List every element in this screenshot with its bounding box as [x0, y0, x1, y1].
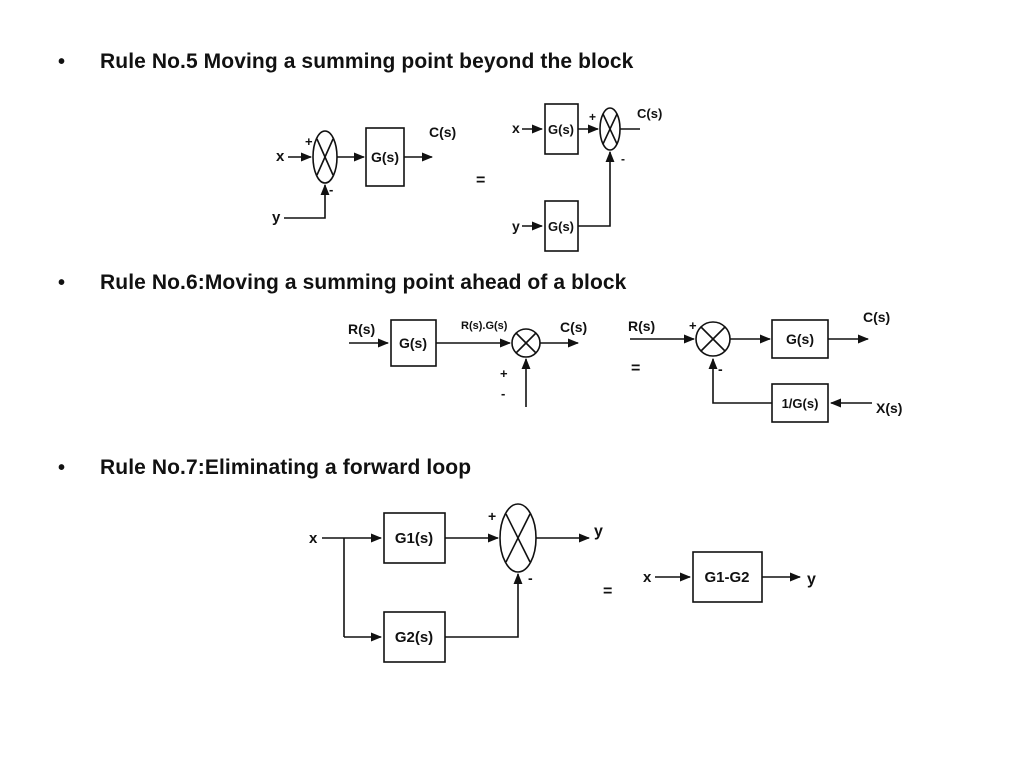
label-x: x [512, 120, 520, 136]
equals-sign: = [476, 172, 485, 189]
rule-7-heading: • Rule No.7:Eliminating a forward loop [58, 456, 471, 480]
arrow-g2-to-sum [445, 572, 523, 638]
block-g [390, 319, 437, 367]
label-y: y [594, 523, 603, 540]
label-plus: + [589, 110, 596, 124]
label-minus: - [718, 361, 723, 377]
label-y: y [512, 218, 520, 234]
bullet: • [58, 271, 66, 294]
label-plus: + [305, 134, 313, 149]
label-r: R(s) [348, 321, 375, 337]
sum-cross [700, 326, 726, 352]
rule-6-title: Rule No.6:Moving a summing point ahead o… [100, 271, 627, 294]
block-g2-label: G2(s) [395, 629, 433, 646]
label-x: x [276, 148, 285, 165]
block-g2 [383, 611, 446, 663]
block-g-label: G(s) [786, 331, 814, 347]
rule5-right-diagram [522, 103, 640, 252]
label-x-s: X(s) [876, 400, 902, 416]
label-y: y [807, 571, 816, 588]
arrow-y-to-sum [284, 183, 330, 219]
rule-7-title: Rule No.7:Eliminating a forward loop [100, 456, 472, 479]
label-x: x [643, 569, 652, 586]
block-g-bottom [544, 200, 579, 252]
label-r: R(s) [628, 318, 655, 334]
label-y: y [272, 209, 281, 226]
rule7-left-diagram [322, 503, 591, 663]
label-output: C(s) [637, 106, 662, 121]
label-output: C(s) [560, 319, 587, 335]
rule-6-heading: • Rule No.6:Moving a summing point ahead… [58, 271, 626, 295]
label-output: C(s) [863, 309, 890, 325]
label-rg: R(s).G(s) [461, 320, 508, 332]
sum-cross [515, 332, 537, 354]
sum-cross [505, 513, 531, 563]
block-g1-minus-g2 [692, 551, 763, 603]
bullet: • [58, 456, 66, 479]
rule-5-heading: • Rule No.5 Moving a summing point beyon… [58, 50, 633, 74]
arrow-block-to-sum [578, 150, 615, 227]
label-output: C(s) [429, 124, 456, 140]
rule6-right-diagram [630, 319, 872, 423]
sum-cross [316, 138, 334, 176]
label-plus: + [689, 318, 697, 333]
rule5-left-diagram [284, 127, 434, 219]
block-g-top [544, 103, 579, 155]
label-minus: - [621, 152, 625, 166]
equals-sign: = [603, 583, 612, 600]
rule-5-title: Rule No.5 Moving a summing point beyond … [100, 50, 634, 73]
arrow-fb-to-sum [708, 357, 772, 404]
bullet: • [58, 50, 66, 73]
block-g-top-label: G(s) [548, 122, 574, 137]
block-g [771, 319, 829, 359]
block-g1-g2-label: G1-G2 [704, 569, 749, 586]
block-g1-label: G1(s) [395, 530, 433, 547]
sum-cross [602, 113, 618, 145]
block-inverse-g-label: 1/G(s) [782, 396, 819, 411]
label-minus: - [528, 570, 533, 586]
label-minus: - [501, 386, 505, 401]
block-g-label: G(s) [399, 335, 427, 351]
equals-sign: = [631, 360, 640, 377]
rule7-right-diagram [655, 551, 802, 603]
block-g [365, 127, 405, 187]
label-minus: - [329, 182, 333, 197]
label-x: x [309, 530, 318, 547]
block-g1 [383, 512, 446, 564]
block-g-bottom-label: G(s) [548, 219, 574, 234]
label-plus: + [488, 508, 496, 524]
rule6-left-diagram [349, 319, 580, 407]
label-plus: + [500, 366, 508, 381]
block-g-label: G(s) [371, 149, 399, 165]
